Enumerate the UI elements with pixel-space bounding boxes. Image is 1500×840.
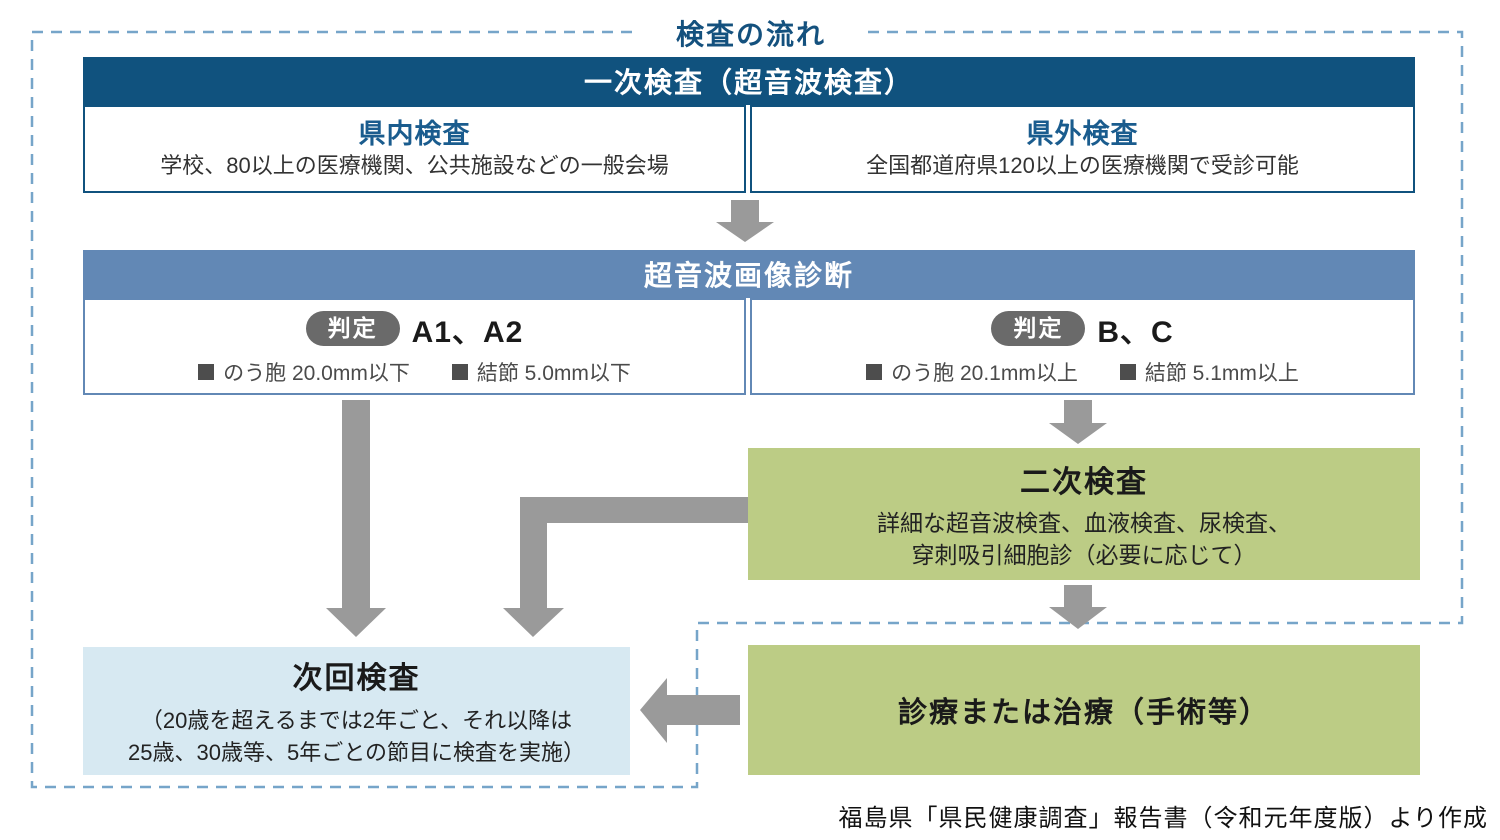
next-exam-title: 次回検査 <box>292 662 421 696</box>
secondary-exam-desc: 詳細な超音波検査、血液検査、尿検査、 穿刺吸引細胞診（必要に応じて） <box>877 507 1291 571</box>
primary-exam-out-of-prefecture-cell: 県外検査 全国都道府県120以上の医療機関で受診可能 <box>750 105 1415 193</box>
arrow-down-primary-to-diagnosis-icon <box>716 200 774 242</box>
square-bullet-icon <box>866 363 883 380</box>
arrow-down-secondary-to-treatment-icon <box>1049 585 1107 629</box>
diagnosis-a1a2-cell: 判定 A1、A2 のう胞 20.0mm以下 結節 5.0mm以下 <box>83 298 746 395</box>
treatment-box: 診療または治療（手術等） <box>748 645 1420 775</box>
secondary-exam-desc-line1: 詳細な超音波検査、血液検査、尿検査、 <box>877 509 1291 536</box>
out-of-prefecture-title: 県外検査 <box>1026 118 1139 149</box>
cyst-criterion-label: のう胞 20.1mm以上 <box>891 361 1078 385</box>
judgement-badge: 判定 <box>305 310 400 347</box>
primary-exam-in-prefecture-cell: 県内検査 学校、80以上の医療機関、公共施設などの一般会場 <box>83 105 746 193</box>
secondary-exam-title: 二次検査 <box>1020 465 1148 499</box>
secondary-exam-box: 二次検査 詳細な超音波検査、血液検査、尿検査、 穿刺吸引細胞診（必要に応じて） <box>748 448 1420 580</box>
diagnosis-bc-cell: 判定 B、C のう胞 20.1mm以上 結節 5.1mm以上 <box>750 298 1415 395</box>
diagnosis-header: 超音波画像診断 <box>83 250 1415 298</box>
square-bullet-icon <box>451 363 468 380</box>
next-exam-desc-line1: （20歳を超えるまでは2年ごと、それ以降は <box>140 708 573 734</box>
flow-boundary-dashed-border <box>30 30 1464 789</box>
judgement-badge: 判定 <box>991 310 1086 347</box>
arrow-elbow-secondary-to-next-exam-icon <box>503 497 748 637</box>
next-exam-desc-line2: 25歳、30歳等、5年ごとの節目に検査を実施） <box>128 740 585 765</box>
arrow-down-a1a2-to-next-exam-icon <box>326 400 386 637</box>
next-exam-box: 次回検査 （20歳を超えるまでは2年ごと、それ以降は 25歳、30歳等、5年ごと… <box>83 647 630 775</box>
judgement-row-a1a2: 判定 A1、A2 <box>305 307 524 351</box>
secondary-exam-desc-line2: 穿刺吸引細胞診（必要に応じて） <box>911 542 1257 568</box>
in-prefecture-desc: 学校、80以上の医療機関、公共施設などの一般会場 <box>160 152 669 178</box>
nodule-criterion: 結節 5.0mm以下 <box>451 357 631 387</box>
cyst-criterion: のう胞 20.0mm以下 <box>198 357 410 387</box>
judgement-grade-a1a2: A1、A2 <box>411 315 524 349</box>
nodule-criterion-label: 結節 5.0mm以下 <box>476 361 631 385</box>
square-bullet-icon <box>198 363 215 380</box>
cyst-criterion-label: のう胞 20.0mm以下 <box>223 361 410 385</box>
criteria-row-bc: のう胞 20.1mm以上 結節 5.1mm以上 <box>866 357 1299 387</box>
next-exam-desc: （20歳を超えるまでは2年ごと、それ以降は 25歳、30歳等、5年ごとの節目に検… <box>128 705 585 769</box>
arrow-down-bc-to-secondary-exam-icon <box>1049 400 1107 444</box>
flow-boundary-title: 検査の流れ <box>640 13 862 53</box>
judgement-row-bc: 判定 B、C <box>991 307 1173 351</box>
nodule-criterion-label: 結節 5.1mm以上 <box>1144 361 1299 385</box>
square-bullet-icon <box>1119 363 1136 380</box>
arrow-left-treatment-to-next-exam-icon <box>640 678 740 743</box>
out-of-prefecture-desc: 全国都道府県120以上の医療機関で受診可能 <box>866 152 1299 178</box>
treatment-title: 診療または治療（手術等） <box>897 697 1270 729</box>
nodule-criterion: 結節 5.1mm以上 <box>1119 357 1299 387</box>
judgement-grade-bc: B、C <box>1097 315 1174 349</box>
source-attribution: 福島県「県民健康調査」報告書（令和元年度版）より作成 <box>838 804 1488 832</box>
primary-exam-header: 一次検査（超音波検査） <box>83 57 1415 105</box>
in-prefecture-title: 県内検査 <box>358 118 471 149</box>
cyst-criterion: のう胞 20.1mm以上 <box>866 357 1078 387</box>
criteria-row-a1a2: のう胞 20.0mm以下 結節 5.0mm以下 <box>198 357 631 387</box>
